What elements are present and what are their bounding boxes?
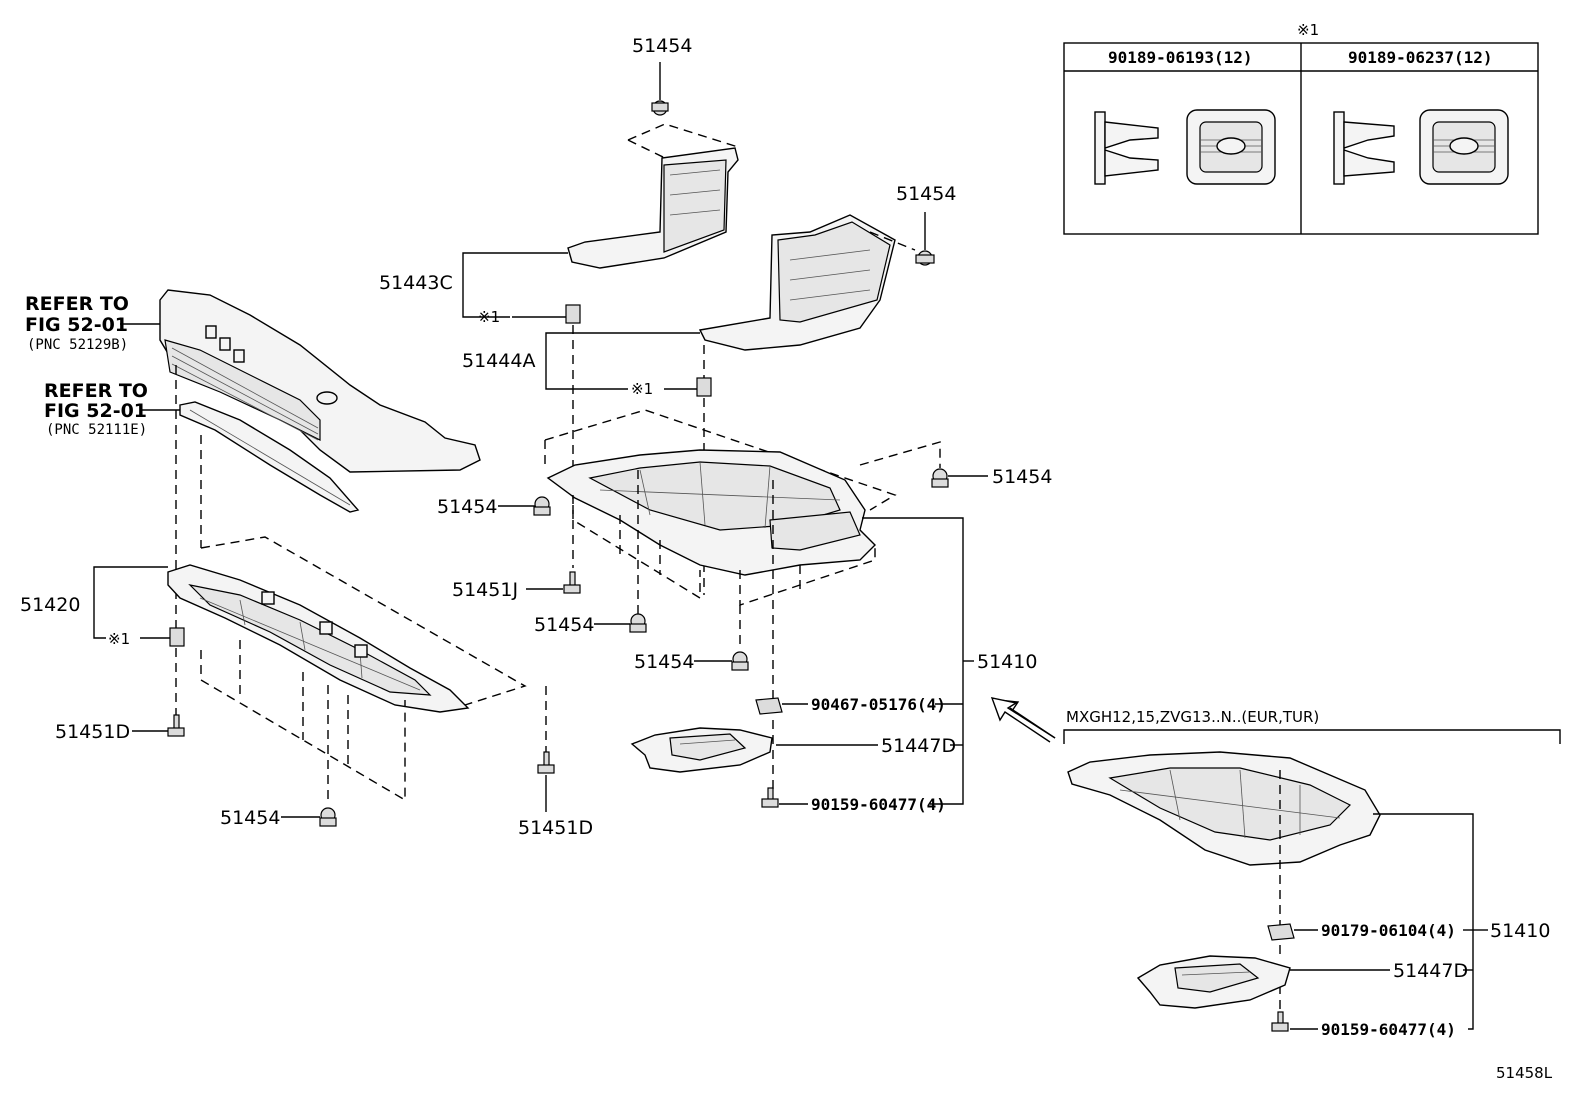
part-51443c-illustration <box>567 147 739 269</box>
clip-icon <box>629 613 647 633</box>
label-51451d: 51451D <box>518 817 593 839</box>
label-51454: 51454 <box>896 183 956 205</box>
clip-icon <box>319 807 337 827</box>
clip-icon <box>533 496 551 516</box>
clip-icon <box>731 651 749 671</box>
bolt-icon <box>761 787 779 808</box>
nut-icon <box>755 697 783 715</box>
part-51410-illustration <box>546 449 876 576</box>
variant-arrow-icon <box>990 697 1056 743</box>
part-51447d-variant-illustration <box>1136 955 1291 1009</box>
part-51420-illustration <box>167 564 470 713</box>
label-90159: 90159-60477(4) <box>811 795 946 814</box>
label-51410-variant: 51410 <box>1490 920 1550 942</box>
label-90179: 90179-06104(4) <box>1321 921 1456 940</box>
label-51454: 51454 <box>534 614 594 636</box>
part-51444a-illustration <box>698 214 896 351</box>
bolt-icon <box>563 571 581 594</box>
bolt-icon <box>537 751 555 774</box>
note-mark: ※1 <box>478 308 500 326</box>
legend-part-2: 90189-06237(12) <box>1348 48 1493 67</box>
fastener-legend: ※1 90189-06193(12) 90189-06237(12) <box>1063 21 1539 235</box>
clip-icon <box>651 100 669 116</box>
label-51444a: 51444A <box>462 350 535 372</box>
clip-icon <box>915 250 935 266</box>
label-90467: 90467-05176(4) <box>811 695 946 714</box>
refer-note-1-line2: FIG 52-01 <box>25 314 128 336</box>
refer-note-1-line3: (PNC 52129B) <box>27 337 128 353</box>
clip-icon <box>696 377 712 397</box>
part-51410-variant-illustration <box>1067 751 1381 866</box>
label-51454: 51454 <box>992 466 1052 488</box>
label-51454: 51454 <box>634 651 694 673</box>
label-51454: 51454 <box>220 807 280 829</box>
clip-icon <box>931 468 949 488</box>
clip-side-icon <box>1333 111 1395 185</box>
label-51410: 51410 <box>977 651 1037 673</box>
legend-part-1: 90189-06193(12) <box>1108 48 1253 67</box>
refer-note-2-line3: (PNC 52111E) <box>46 422 147 438</box>
clip-icon <box>169 627 185 647</box>
label-51451d: 51451D <box>55 721 130 743</box>
bolt-icon <box>167 714 185 737</box>
figure-id: 51458L <box>1496 1064 1553 1082</box>
legend-marker: ※1 <box>1297 21 1319 39</box>
label-51420: 51420 <box>20 594 80 616</box>
label-51454: 51454 <box>437 496 497 518</box>
label-51447d: 51447D <box>881 735 956 757</box>
label-51451j: 51451J <box>452 579 518 601</box>
label-51443c: 51443C <box>379 272 453 294</box>
refer-note-2-line2: FIG 52-01 <box>44 400 147 422</box>
nut-icon <box>1267 923 1295 941</box>
label-90159-variant: 90159-60477(4) <box>1321 1020 1456 1039</box>
label-51447d-variant: 51447D <box>1393 960 1468 982</box>
clip-icon <box>565 304 581 324</box>
label-51454: 51454 <box>632 35 692 57</box>
bolt-icon <box>1271 1011 1289 1032</box>
lower-grille-illustration <box>179 401 360 513</box>
clip-top-icon <box>1186 109 1276 185</box>
bumper-cover-illustration <box>159 289 481 473</box>
refer-note-1-line1: REFER TO <box>25 293 129 315</box>
refer-note-2-line1: REFER TO <box>44 380 148 402</box>
note-mark: ※1 <box>631 380 653 398</box>
variant-header: MXGH12,15,ZVG13..N..(EUR,TUR) <box>1066 708 1319 726</box>
clip-top-icon <box>1419 109 1509 185</box>
part-51447d-illustration <box>630 727 773 773</box>
note-mark: ※1 <box>108 630 130 648</box>
clip-side-icon <box>1094 111 1159 185</box>
